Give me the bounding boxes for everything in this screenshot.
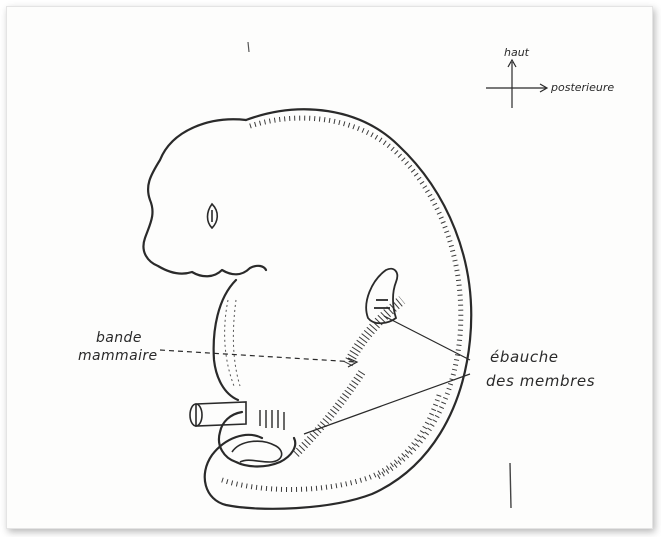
label-bande-line2: mammaire: [78, 348, 158, 364]
label-haut: haut: [504, 46, 530, 59]
leader-lines: [160, 316, 470, 434]
leader-ebauche-upper: [384, 316, 470, 360]
scan-mark: [248, 42, 249, 52]
label-posterieure: posterieure: [550, 81, 614, 94]
lower-limb-bud: [260, 410, 284, 430]
tail-inner-loop: [232, 441, 282, 462]
leader-bande-mammaire: [160, 350, 356, 362]
upper-limb-bud: [366, 269, 397, 324]
label-bande-line1: bande: [96, 330, 142, 346]
embryo-outline: [143, 109, 471, 508]
orientation-compass: [486, 60, 547, 108]
eye-mark: [208, 204, 218, 228]
chest-hatching: [225, 300, 240, 386]
scan-mark: [510, 463, 511, 508]
mammary-band-lower: [296, 372, 362, 454]
label-ebauche-line2: des membres: [486, 372, 595, 390]
label-ebauche-line1: ébauche: [490, 348, 559, 366]
